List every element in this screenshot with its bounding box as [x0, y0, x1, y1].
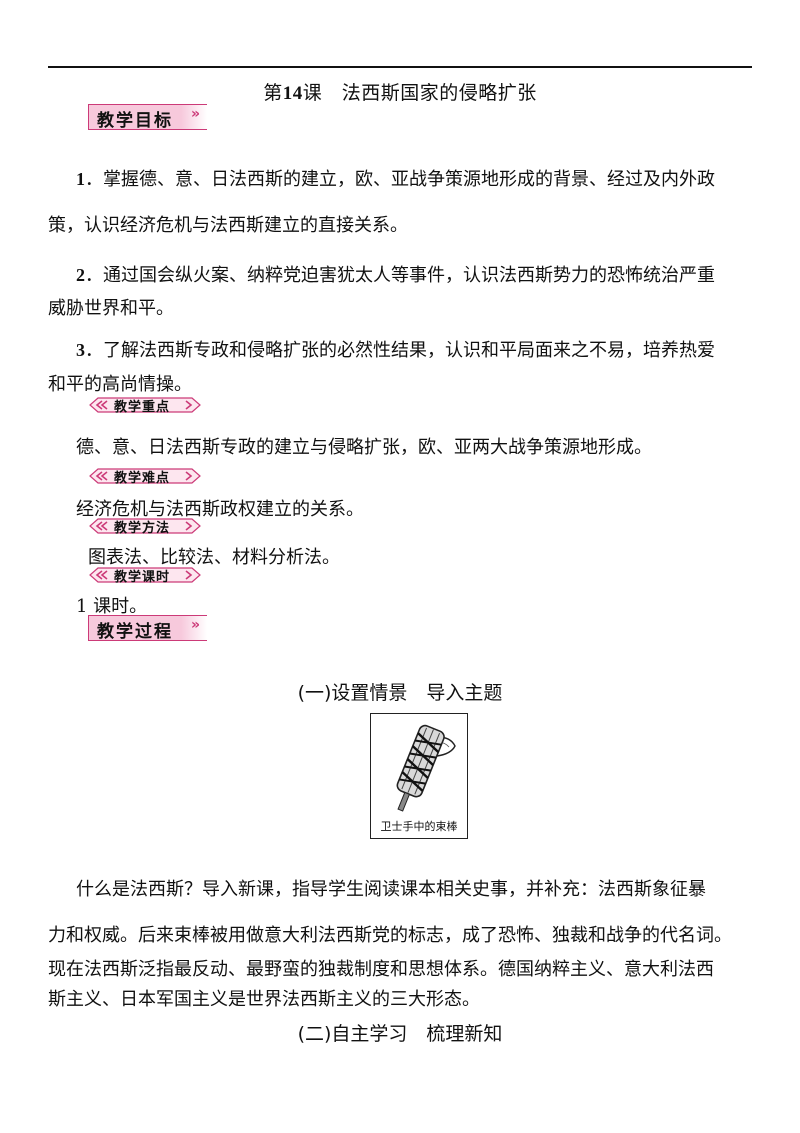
double-arrow-icon: » — [191, 617, 201, 633]
double-arrow-icon: » — [191, 106, 201, 122]
intro-line-3: 现在法西斯泛指最反动、最野蛮的独裁制度和思想体系。德国纳粹主义、意大利法西 — [48, 959, 714, 980]
section-2-title: (二)自主学习 梳理新知 — [297, 1023, 503, 1045]
fasces-illustration — [396, 724, 456, 812]
objective-2-line-1: 2．通过国会纵火案、纳粹党迫害犹太人等事件，认识法西斯势力的恐怖统治严重 — [76, 265, 715, 286]
objective-2-line-2: 威胁世界和平。 — [48, 298, 174, 319]
intro-line-2: 力和权威。后来束棒被用做意大利法西斯党的标志，成了恐怖、独裁和战争的代名词。 — [48, 925, 732, 946]
hours-label: 教学课时 — [88, 565, 204, 585]
process-label-text: 教学过程 — [97, 622, 173, 642]
lesson-title: 第14课 法西斯国家的侵略扩张 — [0, 78, 800, 105]
intro-line-4: 斯主义、日本军国主义是世界法西斯主义的三大形态。 — [48, 989, 480, 1010]
objective-1-line-2: 策，认识经济危机与法西斯建立的直接关系。 — [48, 215, 408, 236]
objectives-label-text: 教学目标 — [97, 111, 173, 131]
hours-text: 1 课时。 — [76, 596, 148, 617]
figure-caption: 卫士手中的束棒 — [380, 820, 458, 833]
objective-1-line-1: 1．掌握德、意、日法西斯的建立，欧、亚战争策源地形成的背景、经过及内外政 — [76, 169, 715, 190]
lesson-prefix: 第 — [263, 82, 283, 104]
difficulties-text: 经济危机与法西斯政权建立的关系。 — [76, 499, 364, 520]
section-1-title: (一)设置情景 导入主题 — [297, 682, 503, 704]
objective-3-line-1: 3．了解法西斯专政和侵略扩张的必然性结果，认识和平局面来之不易，培养热爱 — [76, 340, 715, 361]
objective-3-line-2: 和平的高尚情操。 — [48, 374, 192, 395]
methods-label: 教学方法 — [88, 516, 204, 536]
key-points-label: 教学重点 — [88, 395, 204, 415]
intro-line-1: 什么是法西斯？导入新课，指导学生阅读课本相关史事，并补充：法西斯象征暴 — [76, 879, 706, 900]
lesson-name: 课 法西斯国家的侵略扩张 — [302, 82, 537, 104]
fasces-figure: 卫士手中的束棒 — [370, 713, 468, 839]
lesson-number: 14 — [282, 83, 303, 104]
key-points-text: 德、意、日法西斯专政的建立与侵略扩张，欧、亚两大战争策源地形成。 — [76, 437, 652, 458]
methods-text: 图表法、比较法、材料分析法。 — [88, 547, 340, 568]
difficulties-label: 教学难点 — [88, 466, 204, 486]
header-rule — [48, 66, 752, 68]
